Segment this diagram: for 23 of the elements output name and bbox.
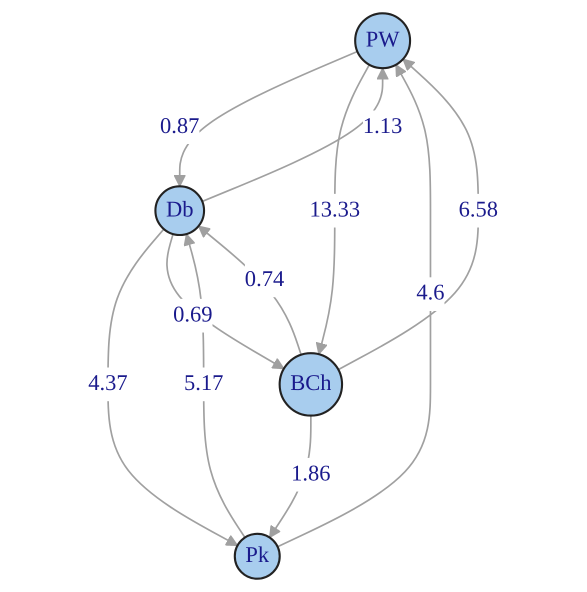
edge-label: 0.74 — [245, 268, 285, 292]
arrow — [198, 226, 302, 356]
edge-label: 4.6 — [416, 281, 445, 306]
edge-label: 0.87 — [160, 114, 200, 139]
edge-label: 1.13 — [363, 114, 403, 139]
arrow — [184, 234, 246, 538]
edge-label: 0.69 — [174, 303, 213, 327]
arrow — [316, 64, 370, 355]
edge-label: 13.33 — [310, 198, 360, 222]
arrow — [166, 234, 285, 370]
arrow — [202, 68, 390, 202]
edge-label: 4.37 — [88, 372, 128, 396]
node-circle: BCh — [278, 352, 344, 417]
arrow — [107, 228, 238, 546]
node-circle: Pk — [234, 532, 282, 580]
node-circle: PW — [354, 12, 412, 70]
edge-label: 5.17 — [184, 372, 224, 396]
edge-label: 6.58 — [458, 198, 498, 222]
edge-label: 1.86 — [292, 462, 331, 486]
arrow — [278, 64, 432, 548]
arrow — [174, 50, 358, 187]
arrow — [338, 58, 480, 370]
node-circle: Db — [154, 185, 206, 236]
